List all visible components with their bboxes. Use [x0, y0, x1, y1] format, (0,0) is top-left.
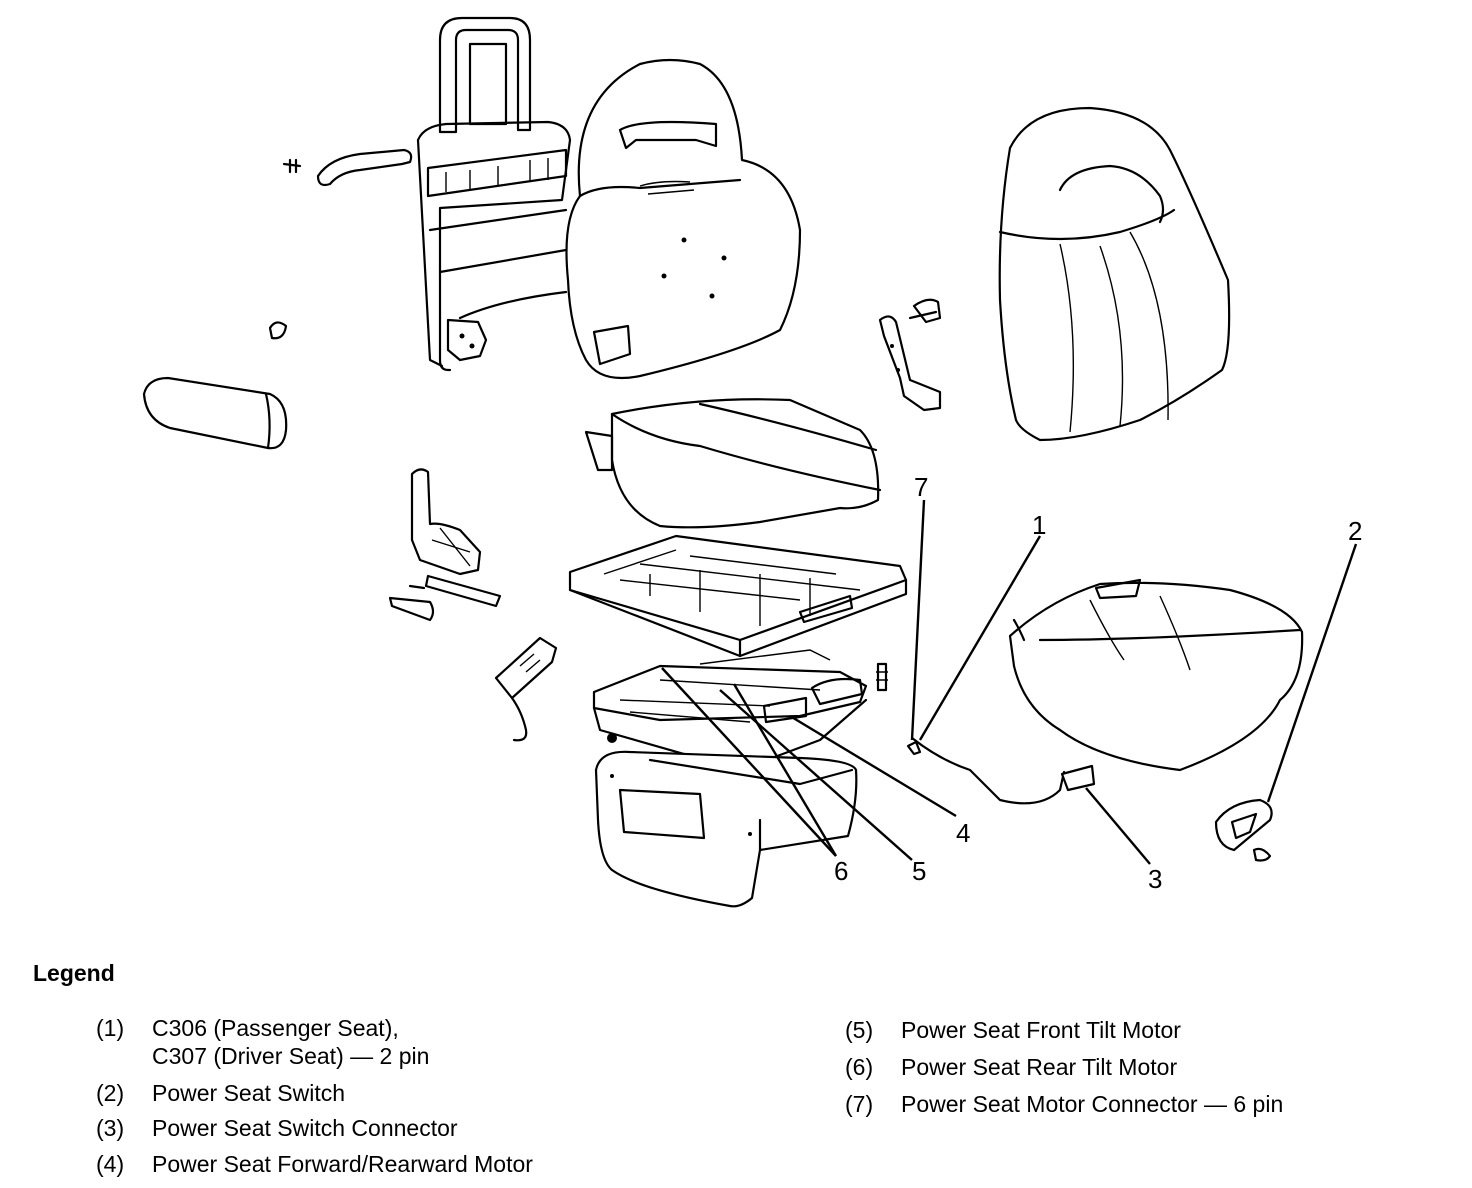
legend-description: Power Seat Switch: [152, 1080, 346, 1106]
legend-number: (4): [96, 1151, 125, 1177]
callout-1: 1: [1032, 510, 1046, 540]
adjuster-bolt: [876, 662, 888, 692]
seat-back-cover: [998, 106, 1231, 442]
seat-back-frame: [416, 16, 572, 372]
seat-back-handle: [268, 148, 413, 340]
legend-number: (6): [845, 1054, 874, 1080]
recliner-bracket: [878, 298, 942, 412]
left-recliner-mechanism: [388, 468, 502, 622]
legend-description: Power Seat Switch Connector: [152, 1115, 458, 1141]
leader-line-1: [918, 535, 1042, 741]
leader-line-5: [719, 689, 913, 861]
legend-description: Power Seat Forward/Rearward Motor: [152, 1151, 533, 1177]
legend-description-line-2: C307 (Driver Seat) — 2 pin: [152, 1043, 430, 1069]
seat-frame: [568, 534, 908, 658]
leader-line-6b: [732, 683, 838, 857]
power-seat-switch: [1214, 798, 1273, 862]
motor-connector-harness: [906, 736, 1096, 805]
seat-switch-harness-left: [494, 636, 558, 742]
legend-description: Power Seat Motor Connector — 6 pin: [901, 1091, 1284, 1117]
leader-line-3: [1085, 787, 1151, 865]
legend-description: C306 (Passenger Seat),: [152, 1015, 399, 1041]
leader-line-2: [1266, 543, 1358, 803]
legend-number: (2): [96, 1080, 125, 1106]
leader-line-7: [910, 499, 926, 741]
legend-title: Legend: [33, 960, 115, 986]
legend-description: Power Seat Rear Tilt Motor: [901, 1054, 1178, 1080]
callout-4: 4: [956, 818, 970, 848]
legend-number: (5): [845, 1017, 874, 1043]
callout-6: 6: [834, 856, 848, 886]
callout-2: 2: [1348, 516, 1362, 546]
power-seat-exploded-diagram: 1 2 3 4 5 6 7: [142, 16, 1362, 908]
callout-3: 3: [1148, 864, 1162, 894]
seat-cushion-top: [584, 398, 882, 529]
seat-riser-base: [594, 750, 858, 908]
legend-number: (7): [845, 1091, 874, 1117]
leader-line-6a: [661, 667, 837, 857]
seat-back-cushion: [565, 58, 802, 380]
legend-number: (3): [96, 1115, 125, 1141]
leader-line-4: [789, 714, 957, 818]
armrest: [142, 376, 288, 450]
seat-cushion-cover: [1008, 578, 1304, 772]
callout-7: 7: [914, 472, 928, 502]
legend-description: Power Seat Front Tilt Motor: [901, 1017, 1181, 1043]
legend-number: (1): [96, 1015, 125, 1041]
callout-5: 5: [912, 856, 926, 886]
